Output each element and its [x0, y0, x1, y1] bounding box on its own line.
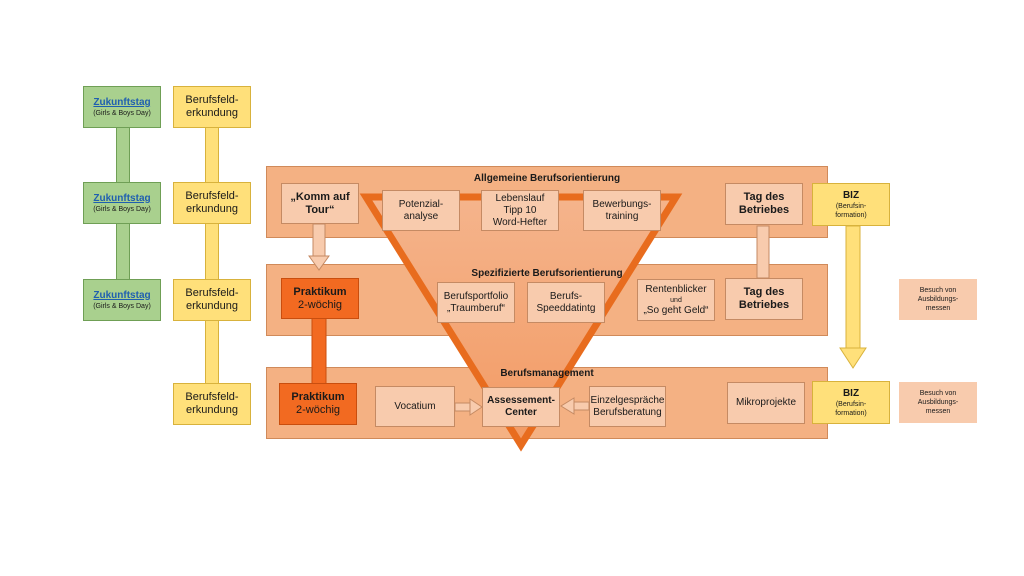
box-text: (Berufsin-	[835, 400, 867, 408]
box-title: Praktikum	[293, 285, 347, 298]
assessment-center-box: Assessement- Center	[482, 387, 560, 427]
potenzialanalyse-box: Potenzial- analyse	[382, 190, 460, 231]
berufsportfolio-box: Berufsportfolio „Traumberuf“	[437, 282, 515, 323]
box-text: Berufsportfolio	[443, 290, 509, 302]
speeddating-box: Berufs- Speeddatintg	[527, 282, 605, 323]
box-text: messen	[925, 305, 951, 312]
box-text: Ausbildungs-	[917, 399, 959, 406]
einzelgespraeche-box: Einzelgespräche Berufsberatung	[589, 386, 666, 427]
box-text: training	[605, 210, 639, 222]
box-text: erkundung	[186, 404, 238, 416]
box-title: Praktikum	[291, 391, 345, 403]
zukunftstag-link[interactable]: Zukunftstag	[93, 96, 151, 108]
box-text: Word-Hefter	[492, 216, 548, 228]
box-text: Rentenblicker	[645, 283, 707, 295]
mikroprojekte-box: Mikroprojekte	[727, 382, 805, 424]
besuch-ausbildungsmessen-box: Besuch von Ausbildungs- messen	[899, 382, 977, 423]
box-text: Tour“	[305, 203, 335, 216]
box-title: BIZ	[842, 387, 860, 399]
band-title-management: Berufsmanagement	[500, 368, 594, 379]
box-text: Berufsfeld-	[185, 287, 239, 299]
box-text: Berufsfeld-	[185, 94, 239, 106]
box-text: Lebenslauf	[495, 192, 545, 204]
box-text: 2-wöchig	[295, 404, 341, 416]
zukunftstag-subtitle: (Girls & Boys Day)	[93, 109, 151, 117]
band-title-allgemein: Allgemeine Berufsorientierung	[473, 173, 621, 184]
berufsfelderkundung-box: Berufsfeld- erkundung	[173, 279, 251, 321]
biz-box: BIZ (Berufsin- formation)	[812, 183, 890, 226]
zukunftstag-box: Zukunftstag (Girls & Boys Day)	[83, 279, 161, 321]
box-text: erkundung	[186, 107, 238, 119]
band-title-spezifiziert: Spezifizierte Berufsorientierung	[471, 268, 623, 279]
box-text: Betriebes	[738, 204, 790, 216]
zukunftstag-link[interactable]: Zukunftstag	[93, 192, 151, 204]
box-text: und	[670, 296, 682, 304]
zukunftstag-subtitle: (Girls & Boys Day)	[93, 302, 151, 310]
lebenslauf-box: Lebenslauf Tipp 10 Word-Hefter	[481, 190, 559, 231]
box-text: Vocatium	[394, 400, 436, 412]
box-text: Tag des	[743, 286, 785, 298]
zukunftstag-subtitle: (Girls & Boys Day)	[93, 205, 151, 213]
box-text: analyse	[403, 210, 439, 222]
box-text: Ausbildungs-	[917, 296, 959, 303]
praktikum-box: Praktikum 2-wöchig	[281, 278, 359, 319]
box-text: „Traumberuf“	[447, 302, 505, 314]
box-text: Betriebes	[738, 299, 790, 311]
biz-box: BIZ (Berufsin- formation)	[812, 381, 890, 424]
arrow-einzelgespraeche-to-assessment	[560, 397, 590, 415]
box-text: (Berufsin-	[835, 202, 867, 210]
box-text: Tag des	[743, 191, 785, 203]
berufsfelderkundung-box: Berufsfeld- erkundung	[173, 86, 251, 128]
box-text: Bewerbungs-	[592, 198, 652, 210]
box-text: Einzelgespräche	[590, 394, 665, 406]
box-text: Besuch von	[919, 390, 957, 397]
box-text: Center	[505, 407, 537, 418]
box-title: BIZ	[842, 189, 860, 201]
box-text: Berufsfeld-	[185, 391, 239, 403]
rentenblicker-box: Rentenblicker und „So geht Geld“	[637, 279, 715, 321]
tag-des-betriebes-box: Tag des Betriebes	[725, 278, 803, 320]
besuch-ausbildungsmessen-box: Besuch von Ausbildungs- messen	[899, 279, 977, 320]
box-text: Berufsfeld-	[185, 190, 239, 202]
box-text: „So geht Geld“	[643, 304, 709, 316]
box-text: Besuch von	[919, 287, 957, 294]
zukunftstag-link[interactable]: Zukunftstag	[93, 289, 151, 301]
berufsfelderkundung-box: Berufsfeld- erkundung	[173, 383, 251, 425]
box-text: „Komm auf	[290, 190, 350, 203]
box-text: erkundung	[186, 300, 238, 312]
tag-des-betriebes-box: Tag des Betriebes	[725, 183, 803, 225]
box-text: Berufs-	[549, 290, 583, 302]
bewerbungstraining-box: Bewerbungs- training	[583, 190, 661, 231]
box-text: messen	[925, 408, 951, 415]
box-text: Berufsberatung	[593, 406, 662, 418]
berufsfelderkundung-box: Berufsfeld- erkundung	[173, 182, 251, 224]
box-text: erkundung	[186, 203, 238, 215]
arrow-komm-auf-tour-down	[308, 223, 330, 271]
arrow-vocatium-to-assessment	[454, 398, 483, 416]
box-text: formation)	[835, 211, 867, 219]
praktikum-box: Praktikum 2-wöchig	[279, 383, 357, 425]
zukunftstag-box: Zukunftstag (Girls & Boys Day)	[83, 182, 161, 224]
zukunftstag-box: Zukunftstag (Girls & Boys Day)	[83, 86, 161, 128]
box-text: formation)	[835, 409, 867, 417]
vocatium-box: Vocatium	[375, 386, 455, 427]
box-text: Potenzial-	[398, 198, 444, 210]
komm-auf-tour-box: „Komm auf Tour“	[281, 183, 359, 224]
box-text: 2-wöchig	[297, 298, 343, 311]
box-text: Mikroprojekte	[735, 397, 797, 408]
box-text: Assessement-	[487, 395, 555, 406]
box-text: Tipp 10	[503, 204, 537, 216]
arrow-biz-down	[839, 225, 867, 369]
box-text: Speeddatintg	[536, 302, 596, 314]
